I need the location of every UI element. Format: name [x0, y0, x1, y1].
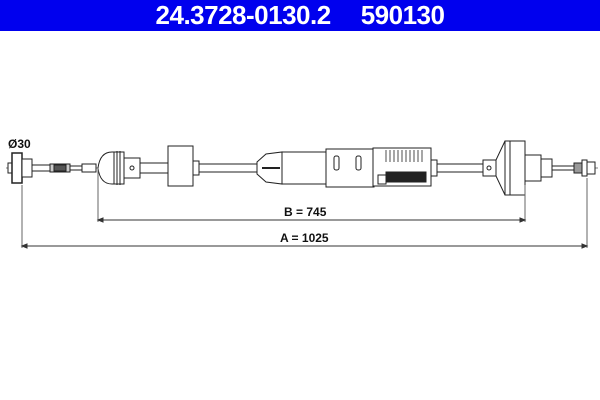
- part-number: 24.3728-0130.2: [155, 0, 332, 30]
- title-bar: 24.3728-0130.2 590130: [0, 0, 600, 31]
- dimension-b-label: B = 745: [284, 205, 327, 219]
- grommet-block: [167, 145, 200, 187]
- right-end-housing: [482, 140, 596, 248]
- cable-sheath: [198, 163, 258, 173]
- reference-number: 590130: [360, 0, 445, 30]
- diameter-label: Ø30: [8, 137, 31, 151]
- left-end-fitting: [7, 152, 97, 248]
- adjuster-assembly: [256, 147, 438, 188]
- cable-sheath-right: [436, 163, 490, 173]
- left-rubber-boot: [97, 151, 171, 222]
- dimension-a-label: A = 1025: [280, 231, 329, 245]
